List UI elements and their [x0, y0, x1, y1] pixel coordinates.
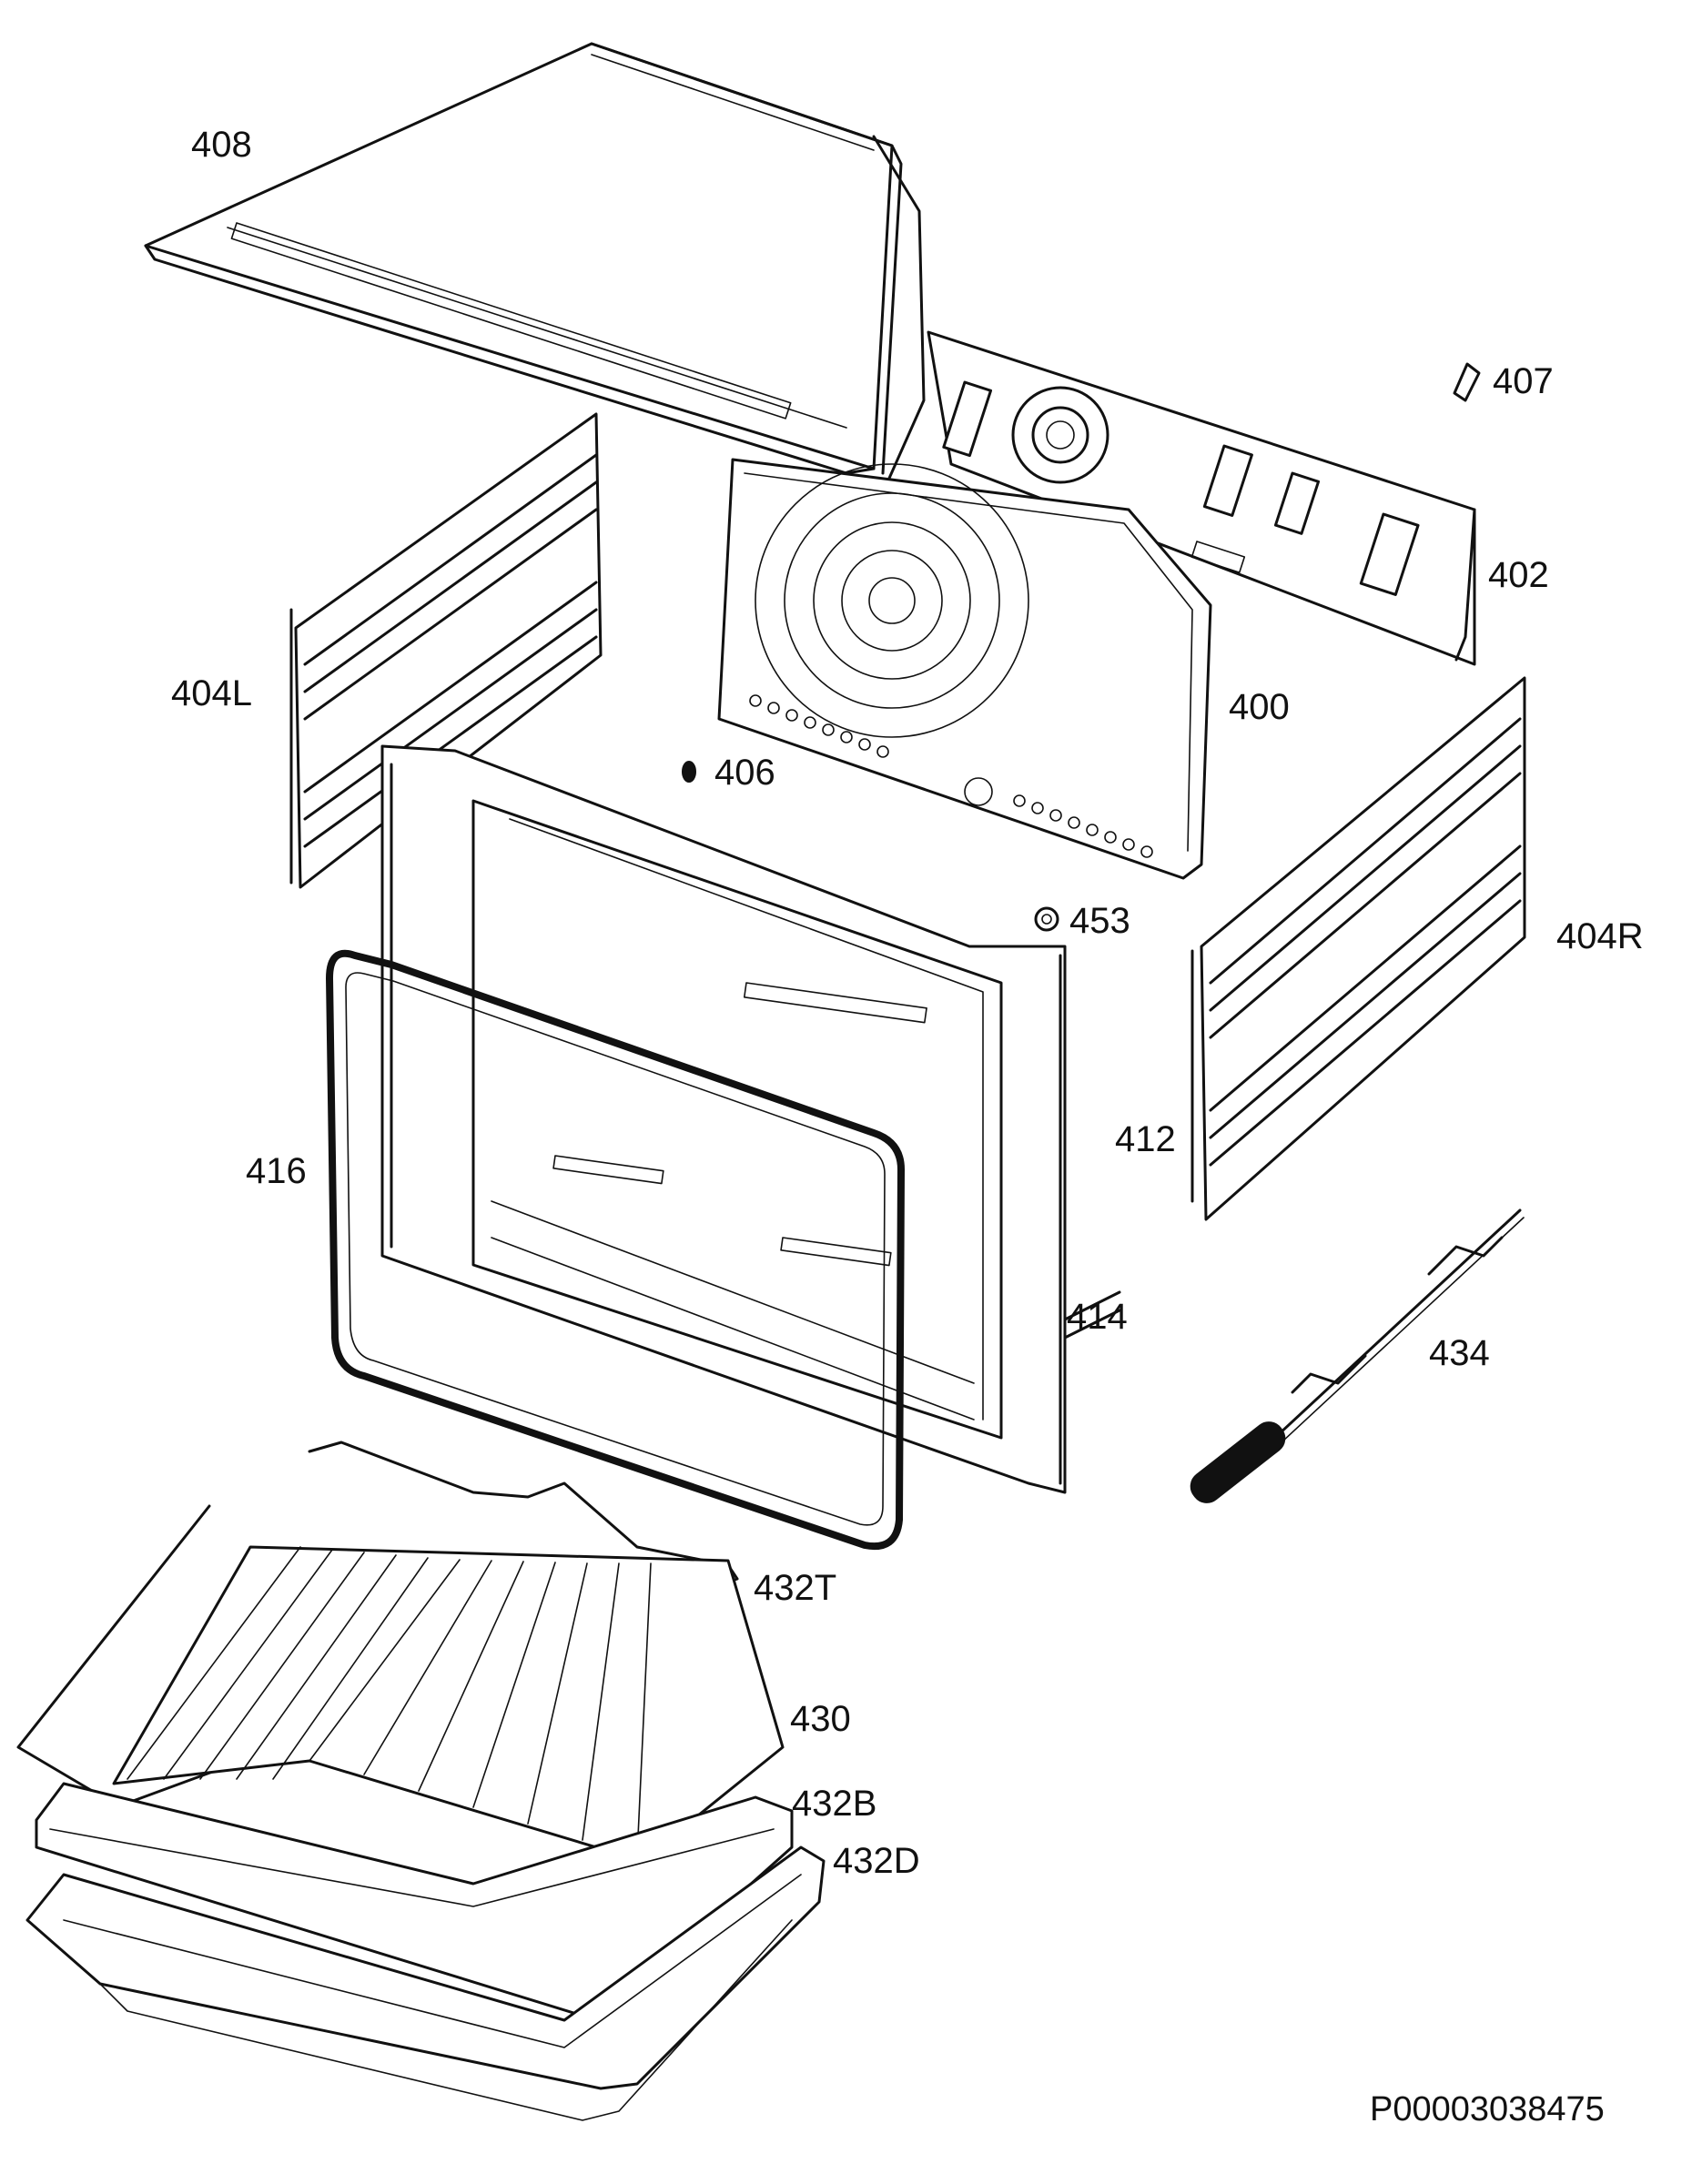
part-430-wire-shelf: [112, 1545, 785, 1863]
part-416-door-seal: [326, 949, 905, 1551]
part-432D-deep-tray: [25, 1845, 826, 2121]
part-434-rotisserie-spit: [1190, 1208, 1525, 1503]
part-406-clip: [682, 761, 696, 783]
part-404R-right-rail: [1190, 676, 1526, 1221]
label-432D: 432D: [833, 1841, 920, 1881]
label-430: 430: [790, 1699, 851, 1739]
part-414-oven-cavity: [380, 744, 1067, 1494]
drawing-code: P00003038475: [1370, 2090, 1605, 2128]
label-453: 453: [1069, 901, 1130, 941]
label-404R: 404R: [1556, 916, 1644, 956]
part-453-screw: [1034, 906, 1059, 932]
part-408-top-cover: [144, 42, 926, 484]
part-432B-shallow-tray: [35, 1782, 794, 2017]
label-432B: 432B: [792, 1784, 876, 1824]
part-400-rear-fan-wall: [717, 458, 1212, 880]
label-400: 400: [1229, 687, 1290, 727]
vent-holes-row: [749, 694, 1153, 858]
part-407-clip: [1453, 362, 1481, 402]
label-406: 406: [714, 753, 775, 793]
label-416: 416: [246, 1151, 307, 1191]
label-402: 402: [1488, 555, 1549, 595]
part-404L-left-rail: [289, 412, 603, 889]
part-412-guide: [1063, 1290, 1121, 1340]
part-432T-wire-frame: [16, 1441, 739, 1808]
label-432T: 432T: [754, 1568, 836, 1608]
label-434: 434: [1429, 1333, 1490, 1373]
label-408: 408: [191, 125, 252, 165]
part-402-back-panel: [927, 330, 1476, 666]
callout-labels: 408 407 402 404L 400 406 453 404R 416 41…: [171, 125, 1644, 2128]
label-407: 407: [1493, 361, 1554, 401]
label-414: 414: [1067, 1297, 1128, 1337]
label-404L: 404L: [171, 673, 252, 713]
label-412: 412: [1115, 1119, 1176, 1159]
